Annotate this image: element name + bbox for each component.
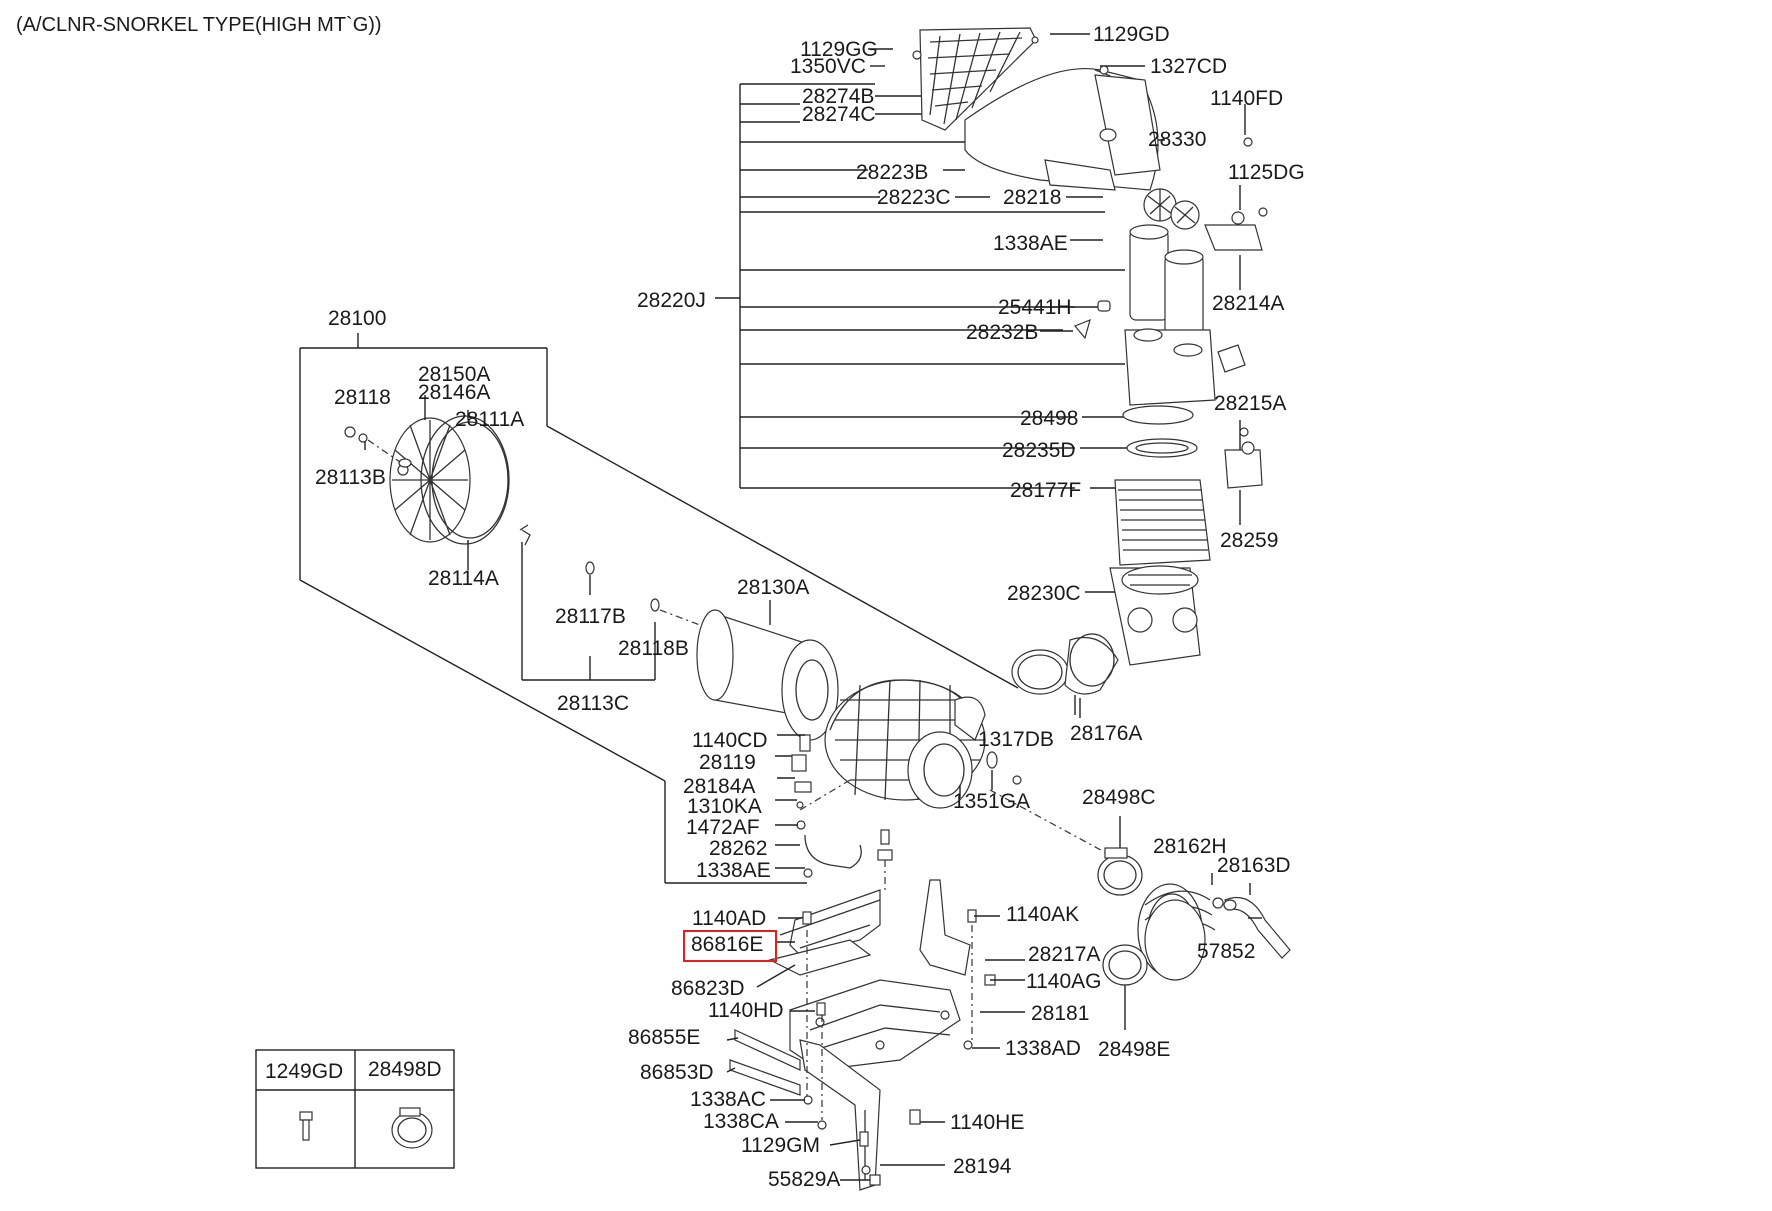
part-label-1140ak[interactable]: 1140AK [1006,903,1080,926]
part-label-1338ae-mid[interactable]: 1338AE [696,859,771,882]
key-table-col2[interactable]: 28498D [368,1058,442,1081]
clamp-28498e [1102,944,1148,1030]
part-label-1129gd[interactable]: 1129GD [1093,23,1170,46]
part-label-1350vc[interactable]: 1350VC [790,55,866,78]
part-label-28498c[interactable]: 28498C [1082,786,1156,809]
part-label-28130a[interactable]: 28130A [737,576,810,599]
clamp-28498c [1097,816,1143,896]
part-label-28113c[interactable]: 28113C [557,692,630,715]
part-label-55829a[interactable]: 55829A [768,1168,841,1191]
part-label-28117b[interactable]: 28117B [555,605,626,628]
part-label-28218[interactable]: 28218 [1003,186,1062,209]
part-label-28498[interactable]: 28498 [1020,407,1079,430]
part-label-1129gm[interactable]: 1129GM [741,1134,820,1157]
part-label-28176a[interactable]: 28176A [1070,722,1143,745]
part-label-28220j[interactable]: 28220J [637,289,706,312]
part-label-1140he[interactable]: 1140HE [950,1111,1025,1134]
part-label-57852[interactable]: 57852 [1197,940,1256,963]
part-label-28232b[interactable]: 28232B [966,321,1039,344]
hose-28176a [1011,633,1119,718]
part-label-28163d[interactable]: 28163D [1217,854,1291,877]
part-label-28230c[interactable]: 28230C [1007,582,1081,605]
snorkel-head [912,27,1268,230]
part-label-1310ka[interactable]: 1310KA [687,795,762,818]
highlight-box [683,930,777,962]
part-label-1140ad[interactable]: 1140AD [692,907,767,930]
part-label-1351ga[interactable]: 1351GA [953,790,1031,813]
part-label-28274c[interactable]: 28274C [802,103,876,126]
sensor-area [775,734,893,890]
part-label-1140hd[interactable]: 1140HD [708,999,784,1022]
part-label-28119[interactable]: 28119 [699,751,756,774]
part-label-28274b[interactable]: 28274B [802,85,875,108]
part-label-28194[interactable]: 28194 [953,1155,1012,1178]
part-label-28111a[interactable]: 28111A [455,408,525,431]
air-cleaner-body [824,679,1022,809]
part-label-28217a[interactable]: 28217A [1028,943,1101,966]
part-label-1129gg[interactable]: 1129GG [800,38,878,61]
part-label-28235d[interactable]: 28235D [1002,439,1076,462]
part-label-1125dg[interactable]: 1125DG [1228,161,1305,184]
part-label-28223b[interactable]: 28223B [856,161,929,184]
part-label-28100[interactable]: 28100 [328,307,387,330]
lower-brackets [726,879,1025,1191]
part-label-28262[interactable]: 28262 [709,837,768,860]
part-label-28162h[interactable]: 28162H [1153,835,1227,858]
part-label-28118b[interactable]: 28118B [618,637,689,660]
part-label-1338ca[interactable]: 1338CA [703,1110,779,1133]
dash-link-clamp [989,789,1111,856]
part-label-1317db[interactable]: 1317DB [978,728,1054,751]
part-label-28150a[interactable]: 28150A [418,363,491,386]
part-label-28223c[interactable]: 28223C [877,186,951,209]
key-table-col1[interactable]: 1249GD [265,1060,344,1083]
part-label-28330[interactable]: 28330 [1148,128,1207,151]
hose-28162h [1137,873,1291,981]
brackets-right [1204,224,1263,489]
filter-element [696,600,839,741]
part-label-28498e[interactable]: 28498E [1098,1038,1171,1061]
part-label-25441h[interactable]: 25441H [998,296,1072,319]
key-table [255,1049,455,1169]
part-label-28259[interactable]: 28259 [1220,529,1279,552]
part-label-1338ac[interactable]: 1338AC [690,1088,766,1111]
part-label-28184a[interactable]: 28184A [683,775,756,798]
part-label-86855e[interactable]: 86855E [628,1026,701,1049]
part-label-28215a[interactable]: 28215A [1214,392,1287,415]
part-label-28181[interactable]: 28181 [1031,1002,1090,1025]
part-label-28118[interactable]: 28118 [334,386,391,409]
part-label-1338ae-top[interactable]: 1338AE [993,232,1068,255]
part-label-86823d[interactable]: 86823D [671,977,745,1000]
part-label-1140ag[interactable]: 1140AG [1026,970,1102,993]
diagram-title: (A/CLNR-SNORKEL TYPE(HIGH MT`G)) [16,14,382,36]
part-label-28113b[interactable]: 28113B [315,466,386,489]
part-label-28146a[interactable]: 28146A [418,381,491,404]
duct-gaskets [1109,405,1211,666]
part-label-1472af[interactable]: 1472AF [686,816,760,839]
small-bolts-left [344,426,701,681]
part-label-1140fd[interactable]: 1140FD [1210,87,1284,110]
air-cleaner-frame [299,333,1019,884]
snorkel-tubes [1074,224,1216,406]
part-label-1338ad[interactable]: 1338AD [1005,1037,1081,1060]
snorkel-bracket-lines [715,33,1246,715]
part-label-86853d[interactable]: 86853D [640,1061,714,1084]
air-cleaner-cover [364,395,510,570]
part-label-1327cd[interactable]: 1327CD [1150,55,1228,78]
part-label-1140cd[interactable]: 1140CD [692,729,768,752]
part-label-28177f[interactable]: 28177F [1010,479,1082,502]
part-label-28214a[interactable]: 28214A [1212,292,1285,315]
part-label-86816e[interactable]: 86816E [691,933,764,956]
part-label-28114a[interactable]: 28114A [428,567,499,590]
